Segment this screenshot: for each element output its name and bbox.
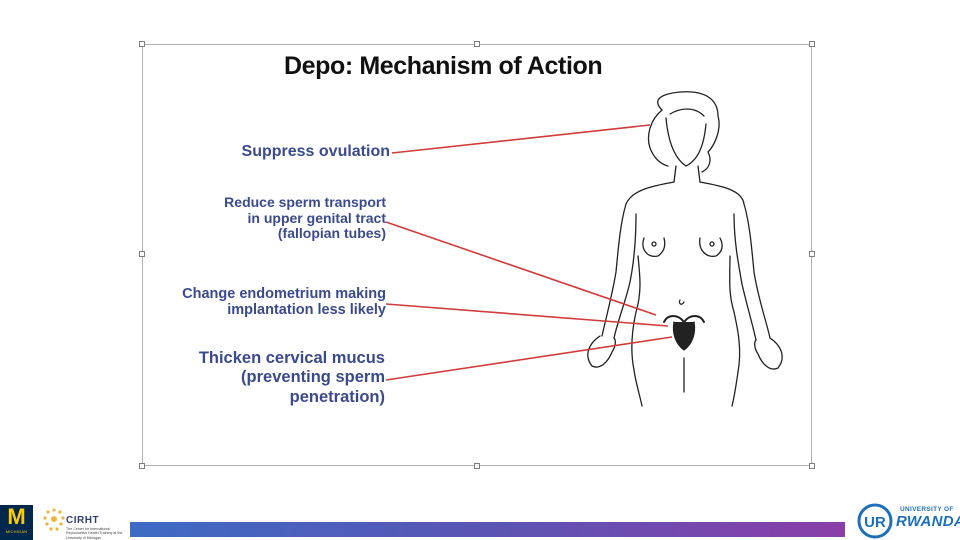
female-figure-outline	[587, 91, 783, 407]
cirht-subtitle: The Center for International Reproductiv…	[66, 527, 123, 540]
ur-university-of-text: UNIVERSITY OF	[900, 506, 954, 513]
pointer-lines	[385, 124, 673, 381]
resize-handle-bottom-right[interactable]	[809, 463, 815, 469]
resize-handle-middle-right[interactable]	[809, 251, 815, 257]
label-change-endometrium: Change endometrium making implantation l…	[182, 286, 386, 319]
slide-title: Depo: Mechanism of Action	[284, 52, 603, 80]
umich-text: MICHIGAN	[5, 529, 28, 534]
university-of-rwanda-logo: UR	[857, 503, 893, 539]
label-thicken-cervical-mucus: Thicken cervical mucus (preventing sperm…	[198, 349, 385, 406]
ur-rwanda-text: RWANDA	[896, 513, 960, 530]
pointer-line-ovulation	[391, 124, 651, 154]
footer-gradient-bar	[130, 522, 845, 537]
pointer-line-cervical-mucus	[385, 336, 673, 381]
umich-logo: M MICHIGAN	[0, 505, 33, 540]
resize-handle-middle-left[interactable]	[139, 251, 145, 257]
label-suppress-ovulation: Suppress ovulation	[241, 143, 390, 160]
umich-mark: M	[7, 504, 26, 529]
cirht-name: CIRHT	[66, 515, 100, 526]
pointer-line-sperm-transport	[385, 221, 657, 316]
resize-handle-bottom-center[interactable]	[474, 463, 480, 469]
label-reduce-sperm-transport: Reduce sperm transport in upper genital …	[224, 194, 386, 242]
ur-monogram: UR	[864, 514, 886, 531]
cirht-sun-icon	[43, 508, 65, 531]
resize-handle-top-left[interactable]	[139, 41, 145, 47]
resize-handle-bottom-left[interactable]	[139, 463, 145, 469]
resize-handle-top-center[interactable]	[474, 41, 480, 47]
resize-handle-top-right[interactable]	[809, 41, 815, 47]
pointer-line-endometrium	[385, 303, 669, 327]
